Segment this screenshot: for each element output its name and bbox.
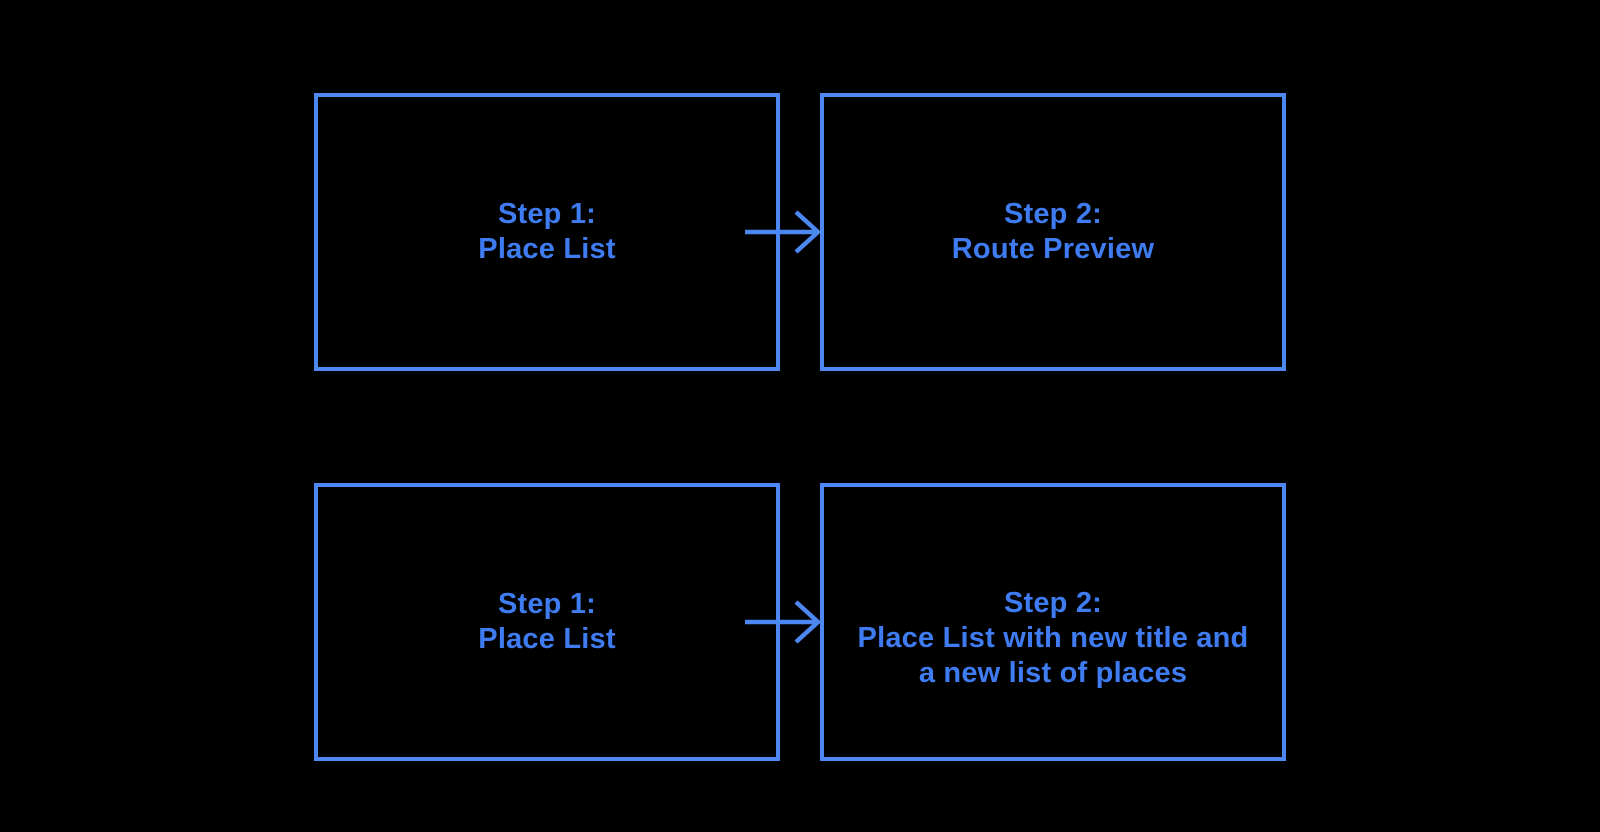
label-line: Place List (478, 623, 616, 655)
label-line: Step 1: (497, 198, 597, 230)
label-line: Step 1: (497, 588, 597, 620)
label-line: Step 2: (1003, 586, 1103, 619)
flow1-step2-box: Step 2: Route Preview (820, 93, 1286, 371)
label-line: Place List with new title and (857, 621, 1249, 654)
flow1-step1-label: Step 1: Place List (478, 197, 615, 267)
flow1-step2-label: Step 2: Route Preview (952, 197, 1154, 267)
label-line: Place List (478, 233, 616, 265)
flow1-arrow-right-icon (743, 209, 823, 255)
flow2-step2-label: Step 2: Place List with new title and a … (858, 586, 1249, 691)
flow2-step1-label: Step 1: Place List (478, 587, 615, 657)
flow2-arrow-right-icon (743, 599, 823, 645)
label-line: a new list of places (918, 656, 1188, 689)
label-line: Route Preview (951, 233, 1155, 265)
flow1-step1-box: Step 1: Place List (314, 93, 780, 371)
flow2-step1-box: Step 1: Place List (314, 483, 780, 761)
flow2-step2-box: Step 2: Place List with new title and a … (820, 483, 1286, 761)
label-line: Step 2: (1003, 198, 1103, 230)
